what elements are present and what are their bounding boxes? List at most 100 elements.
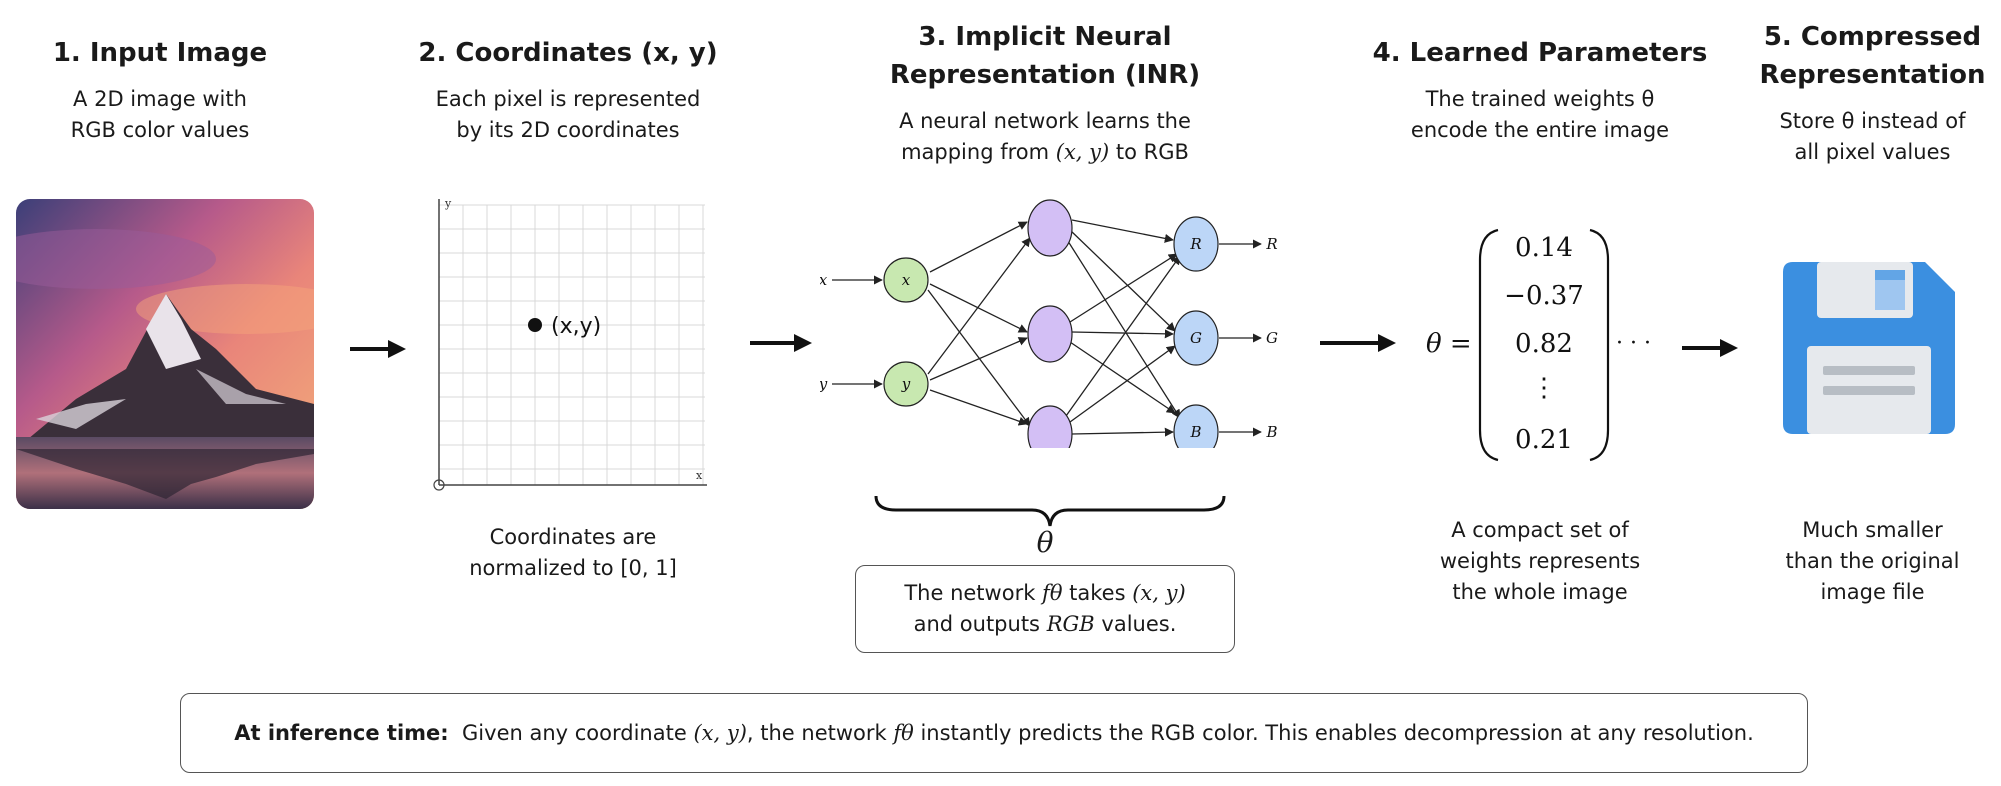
vector-lhs: θ =: [1426, 329, 1472, 359]
step-1-desc: A 2D image with RGB color values: [0, 84, 320, 146]
step-1: 1. Input Image A 2D image with RGB color…: [0, 34, 320, 146]
step-3-desc-line-1: A neural network learns the: [899, 109, 1191, 133]
step-3-desc-math: (x, y): [1055, 140, 1110, 164]
step-3-title-line-1: 3. Implicit Neural: [918, 22, 1172, 52]
step-3-title-line-2: Representation (INR): [889, 60, 1201, 90]
inference-text-pre: Given any coordinate: [462, 721, 694, 745]
step-5-title: 5. Compressed Representation: [1755, 18, 1990, 94]
input-image: [16, 199, 314, 509]
step-5-desc: Store θ instead of all pixel values: [1755, 106, 1990, 168]
caption-pre: The network: [904, 581, 1043, 605]
caption-mid: takes: [1062, 581, 1133, 605]
caption-xy: (x, y): [1132, 581, 1186, 605]
theta-brace: [874, 495, 1226, 527]
inference-label: At inference time:: [234, 721, 449, 745]
input-label-y: y: [820, 375, 828, 393]
step-4-note-line-3: the whole image: [1452, 580, 1628, 604]
output-node-g: [1173, 310, 1219, 366]
network-caption-line-1: The network fθ takes (x, y): [856, 578, 1234, 609]
step-4-note: A compact set of weights represents the …: [1410, 515, 1670, 608]
step-5-desc-line-1: Store θ instead of: [1779, 109, 1966, 133]
step-5-note-line-1: Much smaller: [1802, 518, 1943, 542]
step-5-title-line-2: Representation: [1759, 60, 1986, 90]
step-2-title: 2. Coordinates (x, y): [418, 38, 718, 68]
vector-value-2: −0.37: [1504, 281, 1584, 311]
step-1-desc-line-1: A 2D image with: [73, 87, 247, 111]
caption-rgb: RGB: [1046, 612, 1095, 636]
input-node-x: [883, 257, 929, 303]
step-3: 3. Implicit Neural Representation (INR) …: [845, 18, 1245, 168]
step-1-title: 1. Input Image: [52, 38, 268, 68]
step-4-desc-line-1: The trained weights θ: [1425, 87, 1655, 111]
step-5: 5. Compressed Representation Store θ ins…: [1755, 18, 1990, 168]
step-3-desc-post: to RGB: [1109, 140, 1189, 164]
step-3-title: 3. Implicit Neural Representation (INR): [845, 18, 1245, 94]
hidden-node-1: [1027, 199, 1073, 257]
caption2-pre: and outputs: [913, 612, 1047, 636]
inference-math-xy: (x, y): [693, 721, 747, 745]
step-3-desc: A neural network learns the mapping from…: [845, 106, 1245, 168]
step-5-note-line-2: than the original: [1785, 549, 1960, 573]
output-label-r: R: [1265, 235, 1277, 253]
step-4-desc-line-2: encode the entire image: [1410, 118, 1670, 142]
node-label-b: B: [1189, 423, 1201, 441]
step-4: 4. Learned Parameters The trained weight…: [1340, 34, 1740, 146]
vector-value-1: 0.14: [1515, 233, 1573, 263]
input-label-x: x: [820, 271, 828, 289]
step-5-note-line-3: image file: [1820, 580, 1925, 604]
inference-math-f: fθ: [893, 721, 914, 745]
arrow-1: [350, 340, 406, 358]
inference-note-box: At inference time: Given any coordinate …: [180, 693, 1808, 773]
step-5-note: Much smaller than the original image fil…: [1755, 515, 1990, 608]
step-5-title-line-1: 5. Compressed: [1763, 22, 1982, 52]
step-3-desc-line-2: mapping from (x, y) to RGB: [845, 137, 1245, 168]
output-label-g: G: [1266, 329, 1278, 347]
step-2-note-line-1: Coordinates are: [489, 525, 657, 549]
node-label-r: R: [1189, 235, 1201, 253]
coordinate-grid: y x (x,y): [433, 197, 707, 491]
node-label-g: G: [1190, 329, 1202, 347]
step-2-desc: Each pixel is represented by its 2D coor…: [418, 84, 718, 146]
arrow-3: [1320, 334, 1396, 352]
network-caption-box: The network fθ takes (x, y) and outputs …: [855, 565, 1235, 653]
node-label-y: y: [901, 375, 911, 393]
output-node-r: [1173, 216, 1219, 272]
arrow-4: [1682, 339, 1738, 357]
caption2-post: values.: [1094, 612, 1177, 636]
floppy-disk-icon: [1783, 262, 1955, 434]
vector-value-5: 0.21: [1515, 425, 1573, 455]
input-node-y: [883, 361, 929, 407]
inference-text-mid: , the network: [746, 721, 894, 745]
neural-network-diagram: x y x y R G B R G B: [820, 199, 1278, 448]
step-2-desc-line-1: Each pixel is represented: [435, 87, 701, 111]
grid-x-label: x: [696, 469, 703, 482]
step-2-desc-line-2: by its 2D coordinates: [456, 118, 680, 142]
step-4-note-line-2: weights represents: [1439, 549, 1641, 573]
step-5-desc-line-2: all pixel values: [1794, 140, 1951, 164]
output-label-b: B: [1265, 423, 1277, 441]
caption-f-theta: fθ: [1042, 581, 1063, 605]
step-2: 2. Coordinates (x, y) Each pixel is repr…: [418, 34, 718, 146]
arrow-2: [750, 334, 812, 352]
pixel-point: [528, 318, 542, 332]
step-3-desc-pre: mapping from: [901, 140, 1056, 164]
vector-ellipsis: · · ·: [1616, 331, 1651, 356]
vector-value-3: 0.82: [1515, 329, 1573, 359]
network-caption-line-2: and outputs RGB values.: [856, 609, 1234, 640]
step-4-title: 4. Learned Parameters: [1372, 38, 1708, 68]
vector-value-4: ⋮: [1531, 373, 1557, 403]
grid-y-label: y: [444, 197, 452, 210]
origin-marker: [433, 479, 445, 491]
inference-text-post: instantly predicts the RGB color. This e…: [913, 721, 1754, 745]
pixel-point-label: (x,y): [551, 314, 601, 339]
node-label-x: x: [902, 271, 911, 289]
step-2-note-line-2: normalized to [0, 1]: [469, 556, 677, 580]
hidden-node-2: [1027, 305, 1073, 363]
parameter-vector: θ = 0.14 −0.37 0.82 ⋮ 0.21 · · ·: [1426, 228, 1651, 462]
step-4-desc: The trained weights θ encode the entire …: [1340, 84, 1740, 146]
step-4-note-line-1: A compact set of: [1451, 518, 1629, 542]
step-1-desc-line-2: RGB color values: [70, 118, 250, 142]
theta-label: θ: [1036, 526, 1054, 559]
step-2-note: Coordinates are normalized to [0, 1]: [438, 522, 708, 584]
output-node-b: [1173, 404, 1219, 448]
